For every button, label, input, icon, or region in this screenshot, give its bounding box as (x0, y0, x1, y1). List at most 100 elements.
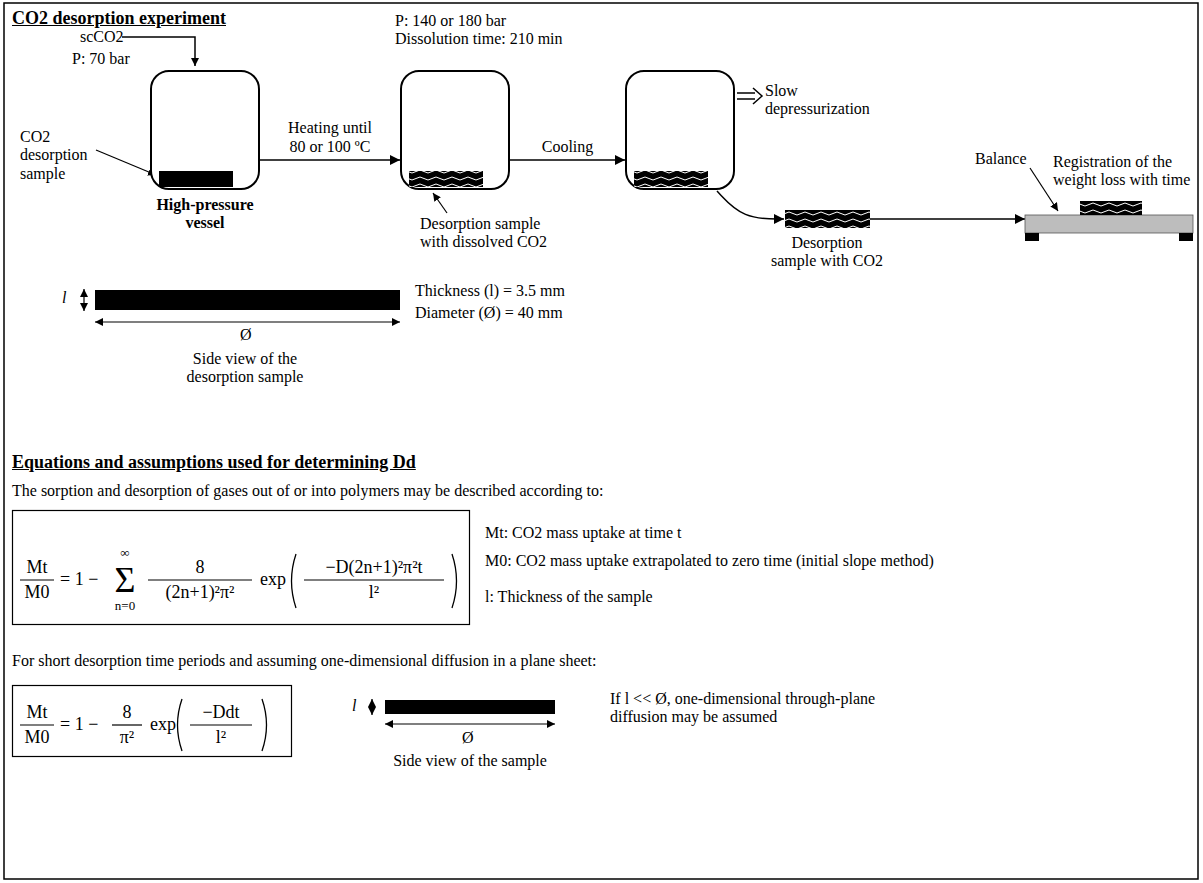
dimension-symbol: l (352, 697, 356, 715)
node-outline (150, 70, 260, 190)
vessel-outline (401, 71, 509, 189)
equation-frame (13, 511, 470, 625)
equation-term: M0 (20, 727, 54, 748)
equation-term: −D(2n+1)²π²t (304, 557, 444, 578)
equation-term: (2n+1)²π² (148, 582, 252, 603)
node-outline (625, 70, 735, 190)
vessel-outline (626, 71, 734, 189)
equation-term: M0 (20, 582, 54, 603)
diameter-arrow (385, 723, 555, 724)
node-outline (400, 70, 510, 190)
sample-disc (1080, 201, 1142, 215)
outlet-arrow (737, 98, 755, 100)
sample-side-view (385, 700, 555, 714)
definition-text: l: Thickness of the sample (485, 588, 653, 606)
equation-term: π² (112, 727, 142, 748)
note-text: If l << Ø, one-dimensional through-plane… (610, 690, 910, 727)
equation-term: l² (304, 582, 444, 603)
pressure-vessel: Slow depressurization (625, 70, 735, 190)
node-label: P: 140 or 180 bar Dissolution time: 210 … (395, 12, 577, 49)
process-arrow (260, 159, 400, 161)
edge-label: Heating until 80 or 100 ºC (281, 119, 379, 156)
node-outline (785, 210, 870, 228)
desorption-sample: Desorption sample with CO2 (785, 210, 870, 228)
equation-box: MtM0 = 1 − ∞Σn=0 8 (2n+1)²π² exp −D(2n+1)²π²t l… (12, 510, 470, 625)
equation-term: exp (260, 569, 286, 590)
process-arrow (717, 191, 784, 219)
equation-term: = 1 − (60, 569, 98, 590)
equation-term: l² (190, 727, 252, 748)
equation-term: 8 (148, 557, 252, 578)
fraction-bar (20, 724, 54, 725)
definition-text: M0: CO2 mass uptake extrapolated to zero… (485, 552, 934, 570)
fraction-bar (190, 724, 252, 725)
outlet-arrow (753, 88, 762, 104)
figure-caption: Side view of the sample (375, 752, 565, 770)
equation-term: Σ (108, 562, 142, 598)
equation-box: MtM0 = 1 − 8 π² exp −Ddt l² (12, 685, 292, 757)
outlet-arrow (737, 92, 755, 94)
balance-foot (1179, 233, 1193, 241)
equation-term: ∞ (108, 546, 142, 561)
outer-frame (4, 3, 1198, 879)
gas-label: scCO2 (80, 28, 124, 46)
thickness-arrow (83, 289, 84, 311)
equation-term: exp (150, 714, 176, 735)
parenthesis (178, 699, 183, 751)
balance-body (1025, 215, 1193, 233)
vessel-outline (151, 71, 259, 189)
body-text: The sorption and desorption of gases out… (12, 482, 603, 500)
leader-line (96, 150, 156, 175)
figure-caption: Side view of the desorption sample (170, 350, 320, 387)
pressure-vessel: High-pressure vessel (150, 70, 260, 190)
node-label: Slow depressurization (765, 82, 890, 119)
balance-foot (1025, 233, 1039, 241)
equation-frame (13, 686, 292, 757)
dimension-label: Thickness (l) = 3.5 mm (415, 282, 565, 300)
parenthesis (292, 554, 297, 608)
fraction-bar (20, 579, 54, 580)
node-label: Balance (975, 150, 1027, 168)
sample-disc (409, 171, 483, 187)
pressure-vessel: P: 140 or 180 bar Dissolution time: 210 … (400, 70, 510, 190)
section-heading: Equations and assumptions used for deter… (12, 452, 416, 473)
equation-term: −Ddt (190, 702, 252, 723)
edge-label: Cooling (542, 138, 594, 156)
callout-label: CO2 desorption sample (20, 128, 98, 183)
node-outline (1025, 215, 1193, 241)
fraction-bar (304, 579, 444, 580)
sample-disc (159, 171, 233, 187)
callout-label: Desorption sample with dissolved CO2 (420, 215, 560, 252)
node-label: Registration of the weight loss with tim… (1053, 153, 1195, 190)
dimension-symbol: Ø (240, 326, 252, 344)
equation-term: = 1 − (60, 714, 98, 735)
body-text: For short desorption time periods and as… (12, 652, 597, 670)
dimension-symbol: l (62, 289, 66, 307)
equation-term: Mt (20, 702, 54, 723)
inlet-arrow (122, 37, 195, 66)
pressure-label: P: 70 bar (72, 50, 130, 68)
thickness-arrow (371, 699, 372, 715)
parenthesis (452, 554, 457, 608)
diagram-title: CO2 desorption experiment (12, 8, 226, 29)
dimension-label: Diameter (Ø) = 40 mm (415, 304, 563, 322)
sample-side-view (95, 290, 400, 310)
definition-text: Mt: CO2 mass uptake at time t (485, 524, 681, 542)
sample-disc (634, 171, 708, 187)
process-arrow (510, 159, 625, 161)
diameter-arrow (95, 321, 400, 322)
equation-term: 8 (112, 702, 142, 723)
node-label: Desorption sample with CO2 (771, 234, 883, 271)
equation-term: n=0 (108, 599, 142, 614)
fraction-bar (148, 579, 252, 580)
parenthesis (262, 699, 267, 751)
equation-term: Mt (20, 557, 54, 578)
node-label: High-pressure vessel (135, 196, 275, 233)
process-arrow (870, 218, 1025, 220)
fraction-bar (112, 724, 142, 725)
leader-line (433, 193, 447, 213)
sample-disc (785, 210, 870, 228)
balance: BalanceRegistration of the weight loss w… (1025, 215, 1193, 241)
